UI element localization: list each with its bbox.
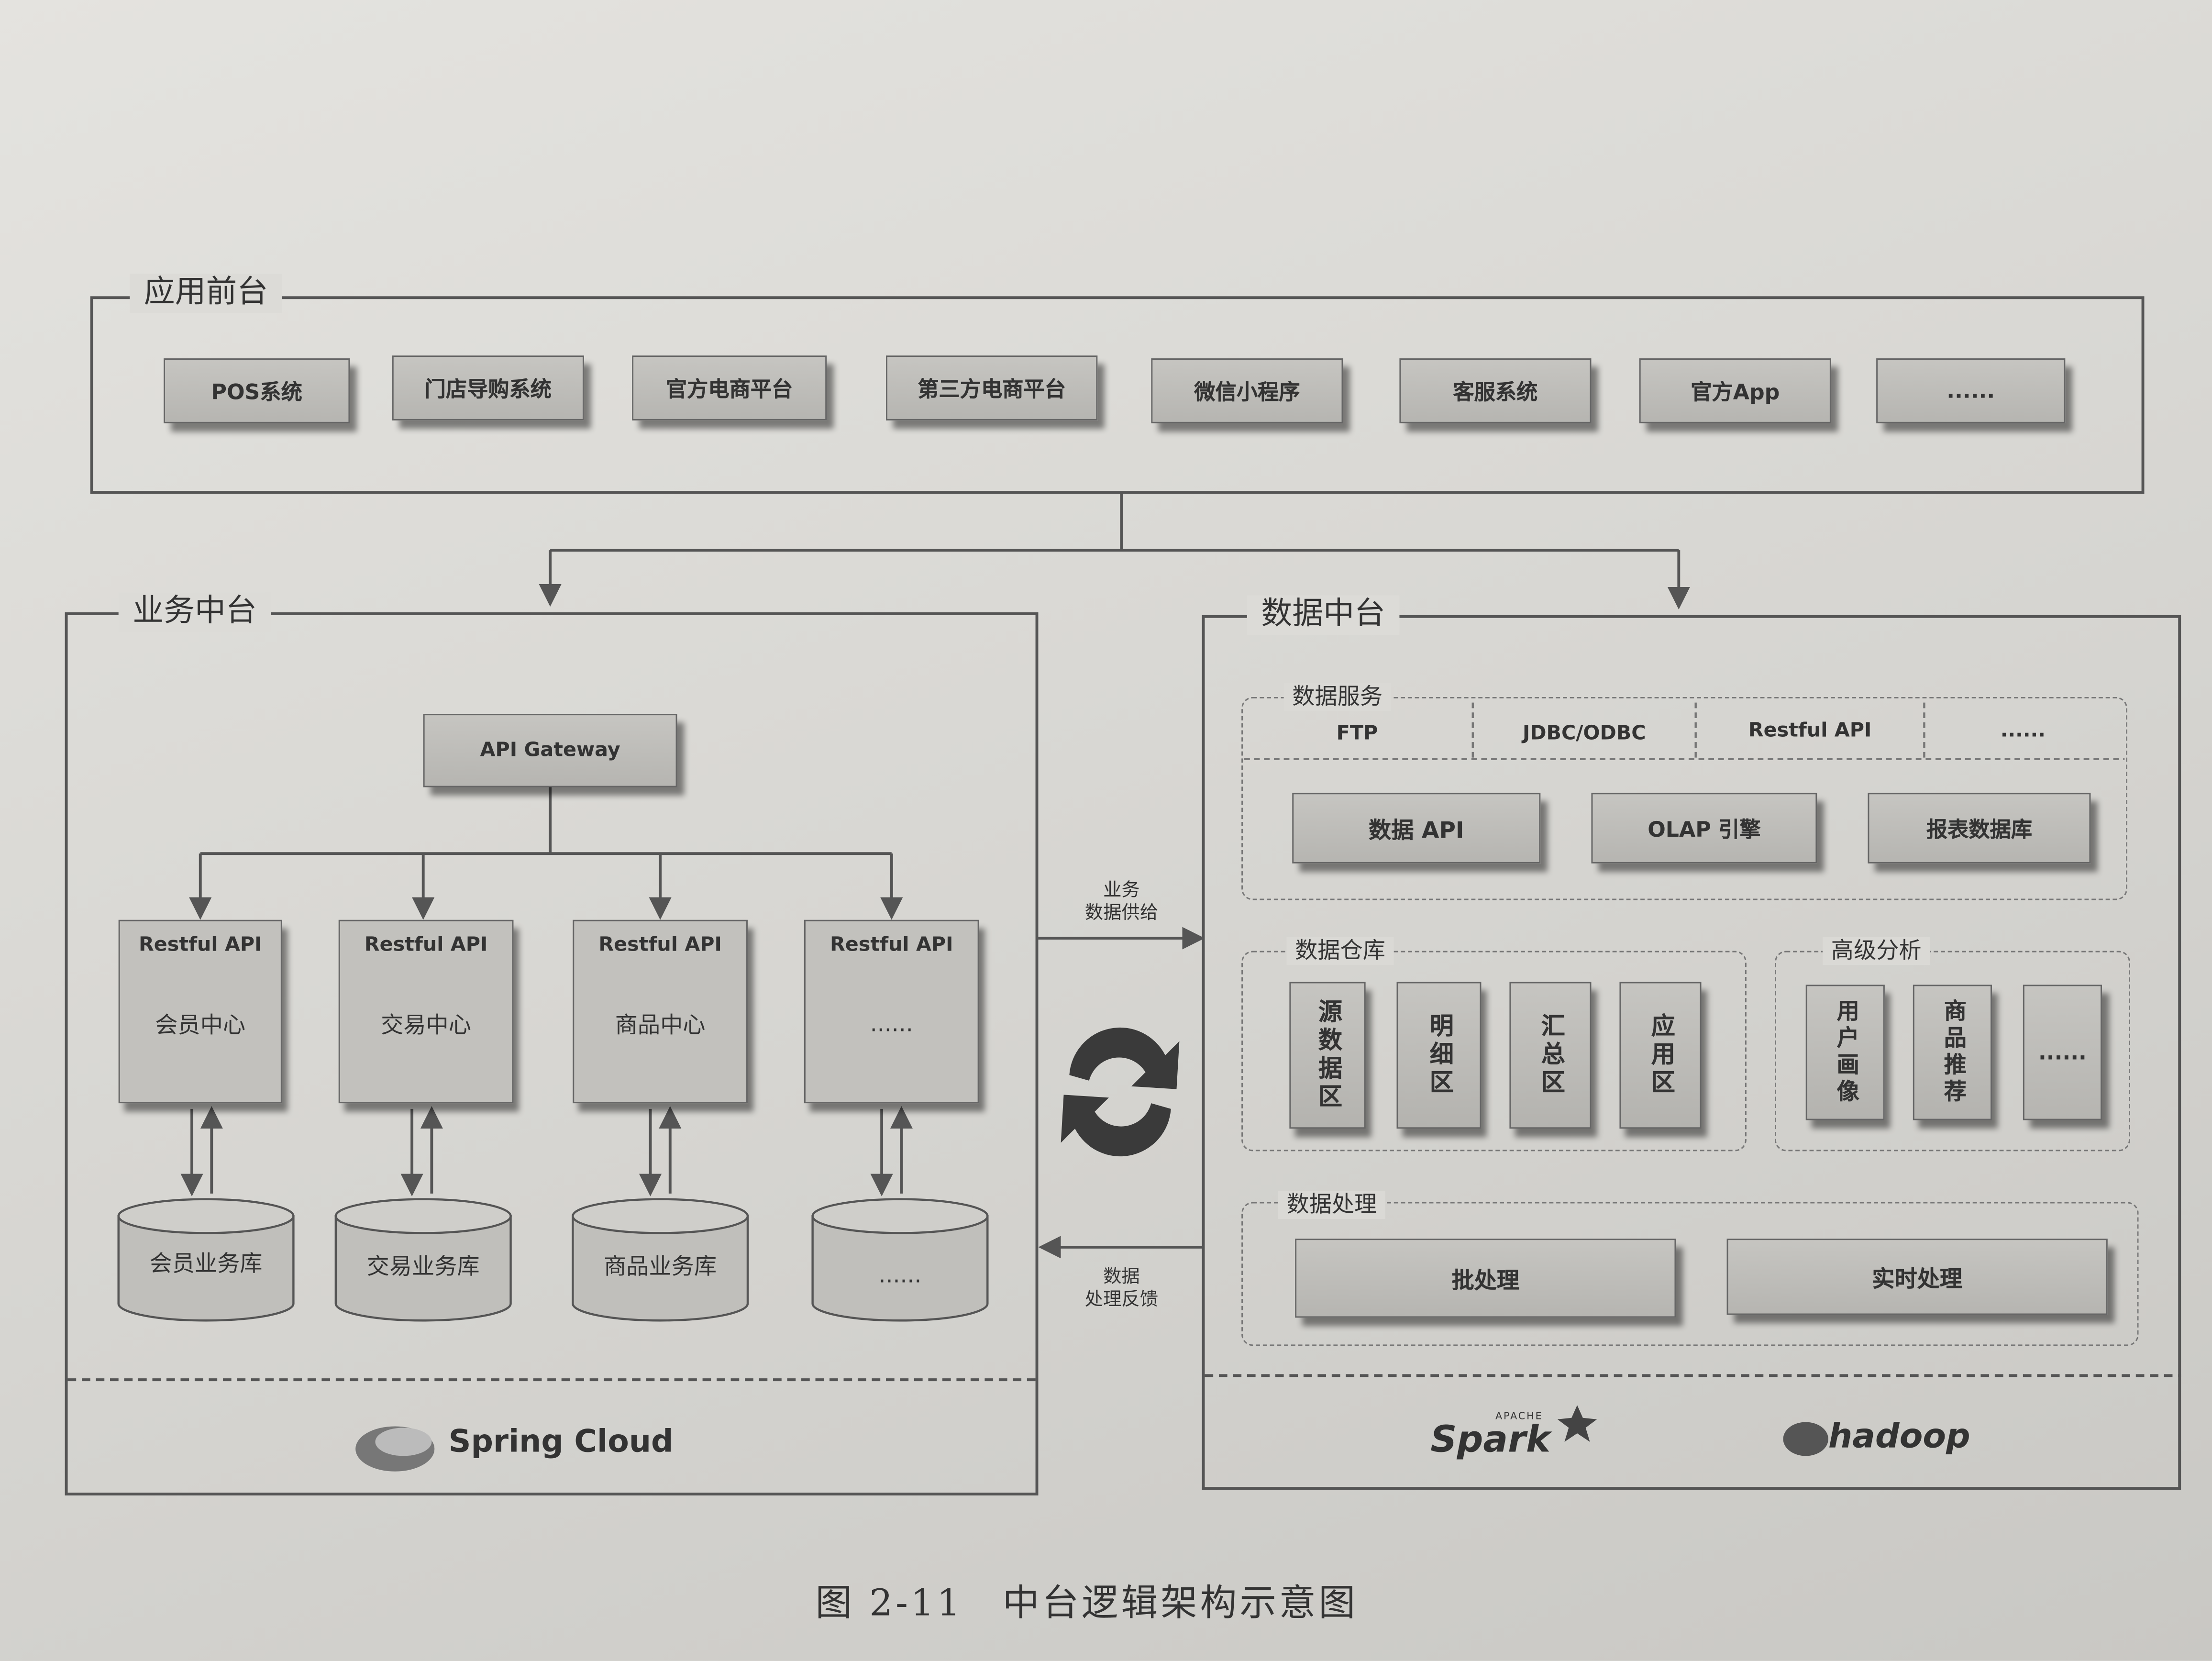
supply-label-line1: 业务 <box>1103 880 1140 902</box>
protocol-ftp: FTP <box>1336 722 1378 745</box>
protocol-restful-api: Restful API <box>1748 719 1872 742</box>
db-trade-label: 交易业务库 <box>366 1252 480 1280</box>
spring-cloud-logo: Spring Cloud <box>448 1425 674 1461</box>
supply-label-line2: 数据供给 <box>1084 903 1159 924</box>
app-item-wechat-miniprogram: 微信小程序 <box>1151 358 1343 423</box>
service-api-label: Restful API <box>830 934 953 957</box>
data-api-box: 数据 API <box>1292 793 1541 864</box>
data-service-group <box>1241 697 2128 900</box>
app-front-frame <box>90 296 2145 494</box>
olap-engine-box: OLAP 引擎 <box>1591 793 1817 864</box>
advanced-analysis-group <box>1774 951 2130 1152</box>
business-title: 业务中台 <box>118 592 271 632</box>
warehouse-zone-application: 应用区 <box>1619 982 1702 1129</box>
feedback-label: 数据 处理反馈 <box>1058 1267 1185 1312</box>
db-product-label: 商品业务库 <box>604 1252 717 1280</box>
app-item-more: ...... <box>1876 358 2066 423</box>
service-product-center: Restful API 商品中心 <box>573 919 748 1104</box>
service-api-label: Restful API <box>138 934 262 957</box>
service-name: 会员中心 <box>155 1011 246 1039</box>
spark-apache-label: APACHE <box>1495 1411 1543 1422</box>
data-title: 数据中台 <box>1247 595 1400 635</box>
warehouse-zone-source: 源数据区 <box>1289 982 1366 1129</box>
data-warehouse-group <box>1241 951 1747 1152</box>
data-warehouse-title: 数据仓库 <box>1286 937 1394 965</box>
protocol-more: ...... <box>2000 719 2046 742</box>
batch-processing-box: 批处理 <box>1295 1239 1676 1318</box>
app-item-customer-service: 客服系统 <box>1399 358 1592 423</box>
database-icon <box>334 1198 512 1322</box>
database-icon <box>117 1198 295 1322</box>
data-processing-group <box>1241 1202 2139 1346</box>
advanced-analysis-title: 高级分析 <box>1823 937 1930 965</box>
app-item-store-guide: 门店导购系统 <box>392 355 584 421</box>
spark-logo: Spark <box>1430 1419 1550 1462</box>
api-gateway-box: API Gateway <box>423 714 677 787</box>
service-name: 商品中心 <box>615 1011 706 1039</box>
database-icon <box>572 1198 749 1322</box>
app-front-title: 应用前台 <box>130 274 282 313</box>
data-frame <box>1202 615 2181 1490</box>
database-icon <box>811 1198 989 1322</box>
db-member-label: 会员业务库 <box>149 1250 263 1277</box>
realtime-processing-box: 实时处理 <box>1726 1239 2108 1315</box>
data-service-title: 数据服务 <box>1283 683 1391 711</box>
service-name: 交易中心 <box>381 1011 471 1039</box>
service-member-center: Restful API 会员中心 <box>118 919 282 1104</box>
service-more: Restful API ...... <box>804 919 979 1104</box>
data-processing-title: 数据处理 <box>1278 1190 1385 1219</box>
feedback-label-line2: 处理反馈 <box>1084 1289 1159 1311</box>
app-item-pos: POS系统 <box>164 358 350 423</box>
business-frame <box>65 612 1039 1495</box>
sync-arrows-icon <box>1061 1027 1180 1157</box>
figure-caption: 图 2-11 中台逻辑架构示意图 <box>815 1583 1358 1626</box>
app-item-official-ecommerce: 官方电商平台 <box>632 355 827 421</box>
app-item-official-app: 官方App <box>1639 358 1831 423</box>
service-api-label: Restful API <box>364 934 488 957</box>
warehouse-zone-detail: 明细区 <box>1396 982 1482 1129</box>
report-db-box: 报表数据库 <box>1868 793 2091 864</box>
service-name: ...... <box>870 1009 913 1037</box>
analysis-product-recommend: 商品推荐 <box>1913 985 1992 1120</box>
analysis-user-profile: 用户画像 <box>1805 985 1885 1120</box>
warehouse-zone-summary: 汇总区 <box>1509 982 1592 1129</box>
hadoop-logo: hadoop <box>1828 1416 1970 1456</box>
protocol-jdbc-odbc: JDBC/ODBC <box>1522 722 1646 745</box>
db-more-label: ...... <box>878 1261 922 1288</box>
service-api-label: Restful API <box>598 934 722 957</box>
analysis-more: ...... <box>2023 985 2102 1120</box>
feedback-label-line1: 数据 <box>1103 1267 1140 1288</box>
supply-label: 业务 数据供给 <box>1058 880 1185 925</box>
app-item-third-party-ecommerce: 第三方电商平台 <box>885 355 1098 421</box>
service-trade-center: Restful API 交易中心 <box>338 919 514 1104</box>
